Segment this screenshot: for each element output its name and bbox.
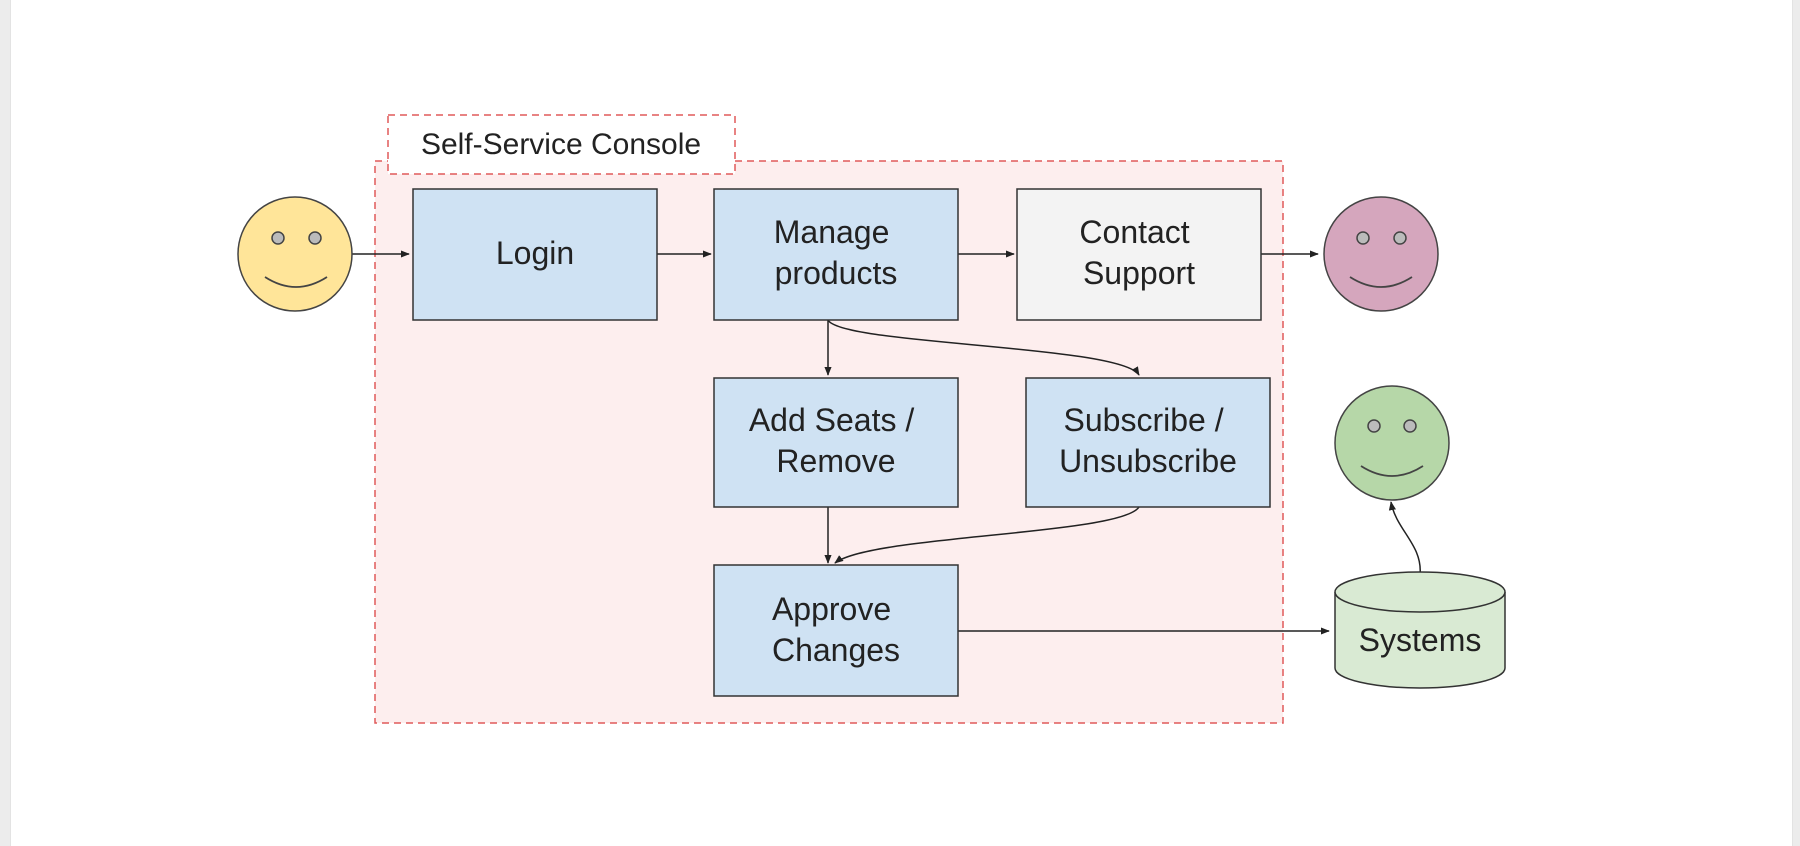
- edge-systems-to-system-actor: [1388, 501, 1421, 576]
- diagram-canvas: Self-Service Console Login Manage produc…: [10, 0, 1793, 846]
- svg-text:Subscribe / Unsubscribe: Subscribe / Unsubscribe: [1059, 402, 1237, 479]
- node-manage-label-line-2: products: [775, 255, 898, 291]
- node-seats-label-line-2: Remove: [776, 443, 895, 479]
- svg-text:Contact Support: Contact Support: [1079, 214, 1198, 291]
- node-approve-label-line-1: Approve: [772, 591, 891, 627]
- node-support-label-line-1: Contact: [1079, 214, 1189, 250]
- node-contact-support[interactable]: Contact Support: [1016, 188, 1262, 321]
- node-manage-products[interactable]: Manage products: [713, 188, 959, 321]
- node-approve-label-line-2: Changes: [772, 632, 900, 668]
- node-approve-changes[interactable]: Approve Changes: [713, 564, 959, 697]
- group-title: Self-Service Console: [421, 128, 701, 161]
- actor-system-smiley-icon: [1334, 385, 1450, 501]
- node-login[interactable]: Login: [412, 188, 658, 321]
- node-subscribe-label-line-2: Unsubscribe: [1059, 443, 1237, 479]
- node-manage-label-line-1: Manage: [774, 214, 890, 250]
- node-subscribe-unsubscribe[interactable]: Subscribe / Unsubscribe: [1025, 377, 1271, 508]
- actor-support-smiley-icon: [1323, 196, 1439, 312]
- node-support-label-line-2: Support: [1083, 255, 1195, 291]
- svg-text:Manage products: Manage products: [774, 214, 899, 291]
- node-seats-label-line-1: Add Seats /: [749, 402, 915, 438]
- node-systems-database[interactable]: Systems: [1334, 571, 1506, 689]
- database-icon: [1334, 592, 1506, 689]
- svg-text:Approve Changes: Approve Changes: [772, 591, 900, 668]
- svg-text:Add Seats / Remove: Add Seats / Remove: [749, 402, 923, 479]
- svg-text:Login: Login: [496, 235, 574, 271]
- edges: [347, 250, 1421, 635]
- flow-diagram: Self-Service Console Login Manage produc…: [237, 114, 1506, 724]
- edge-subscribe-to-approve: [834, 506, 1140, 564]
- node-subscribe-label-line-1: Subscribe /: [1064, 402, 1224, 438]
- node-login-label-line-1: Login: [496, 235, 574, 271]
- node-add-seats-remove[interactable]: Add Seats / Remove: [713, 377, 959, 508]
- group-title-box: [387, 114, 736, 175]
- svg-text:Systems: Systems: [1359, 622, 1482, 658]
- edge-manage-to-subscribe: [827, 319, 1140, 376]
- actor-user-smiley-icon: [237, 196, 353, 312]
- node-systems-label: Systems: [1359, 622, 1482, 658]
